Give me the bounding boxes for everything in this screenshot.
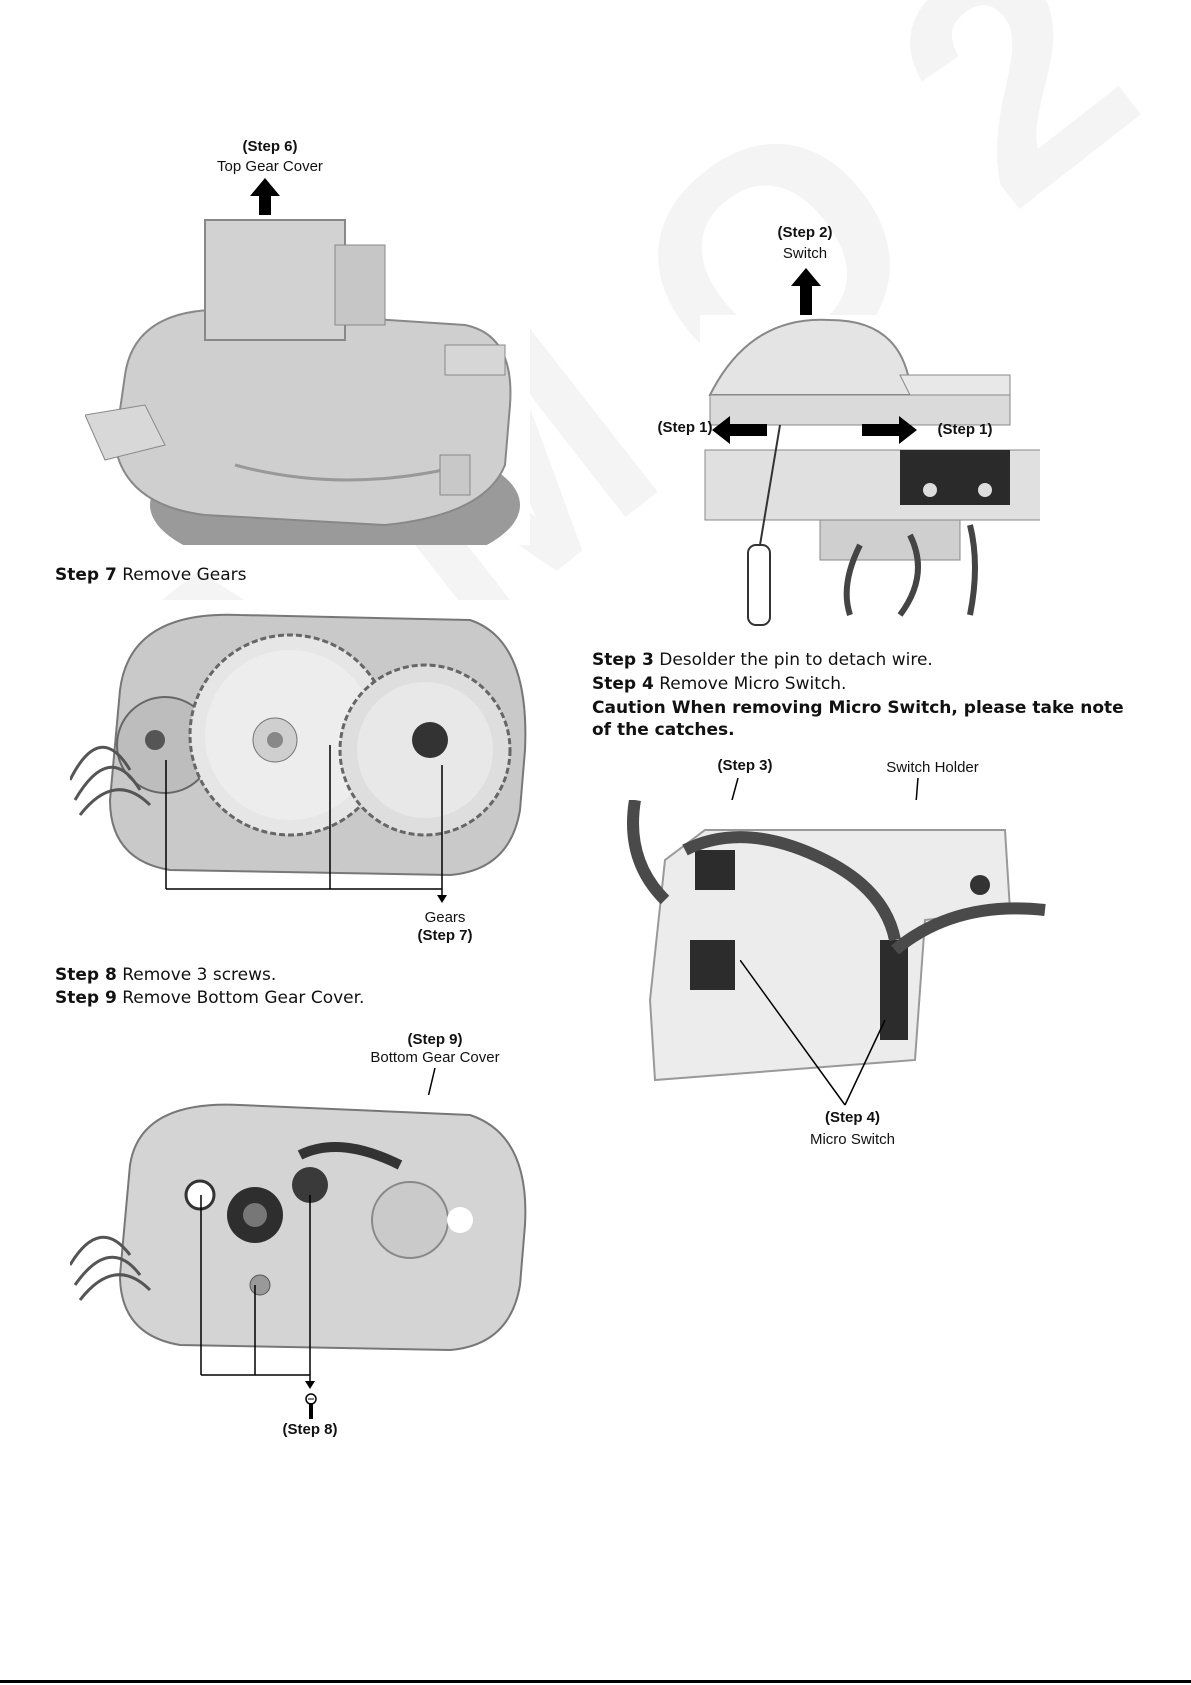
label-bottom-gear-cover: Bottom Gear Cover [370, 1049, 500, 1066]
page-bottom-rule [0, 1680, 1191, 1683]
instruction-step8: Step 8 Remove 3 screws. [55, 965, 277, 985]
instruction-step9: Step 9 Remove Bottom Gear Cover. [55, 988, 365, 1008]
label-step1-right: (Step 1) [937, 421, 993, 438]
instruction-step3: Step 3 Desolder the pin to detach wire. [592, 650, 933, 670]
photo-switch-holder [625, 800, 1065, 1110]
label-top-gear-cover: Top Gear Cover [217, 158, 323, 175]
label-step3: (Step 3) [717, 757, 773, 774]
label-switch-holder: Switch Holder [886, 759, 979, 776]
label-step6: (Step 6) [242, 138, 298, 155]
screws-pointer-lines [200, 1195, 315, 1389]
label-gears: Gears [424, 909, 466, 926]
screw-icon [305, 1393, 317, 1419]
label-step2: (Step 2) [777, 224, 833, 241]
photo-switch [700, 315, 1040, 630]
label-micro-switch: Micro Switch [809, 1131, 895, 1148]
instruction-step7: Step 7 Remove Gears [55, 565, 247, 585]
photo-top-gear-cover [85, 215, 530, 545]
label-switch: Switch [782, 245, 828, 262]
label-step4: (Step 4) [824, 1109, 880, 1126]
instruction-step4: Step 4 Remove Micro Switch. [592, 674, 847, 694]
arrow-up-icon [250, 178, 280, 228]
arrow-left-icon [712, 416, 767, 444]
gears-pointer-lines [165, 745, 447, 903]
label-step8: (Step 8) [282, 1421, 338, 1438]
label-step7: (Step 7) [417, 927, 473, 944]
arrow-up-icon [791, 268, 821, 318]
caution-note: Caution When removing Micro Switch, plea… [592, 698, 1124, 740]
photo-gears [70, 600, 530, 890]
photo-bottom-gear-cover [70, 1095, 530, 1355]
label-step1-left: (Step 1) [657, 419, 713, 436]
label-step9: (Step 9) [407, 1031, 463, 1048]
arrow-right-icon [862, 416, 917, 444]
micro-switch-pointer-lines [740, 960, 886, 1106]
